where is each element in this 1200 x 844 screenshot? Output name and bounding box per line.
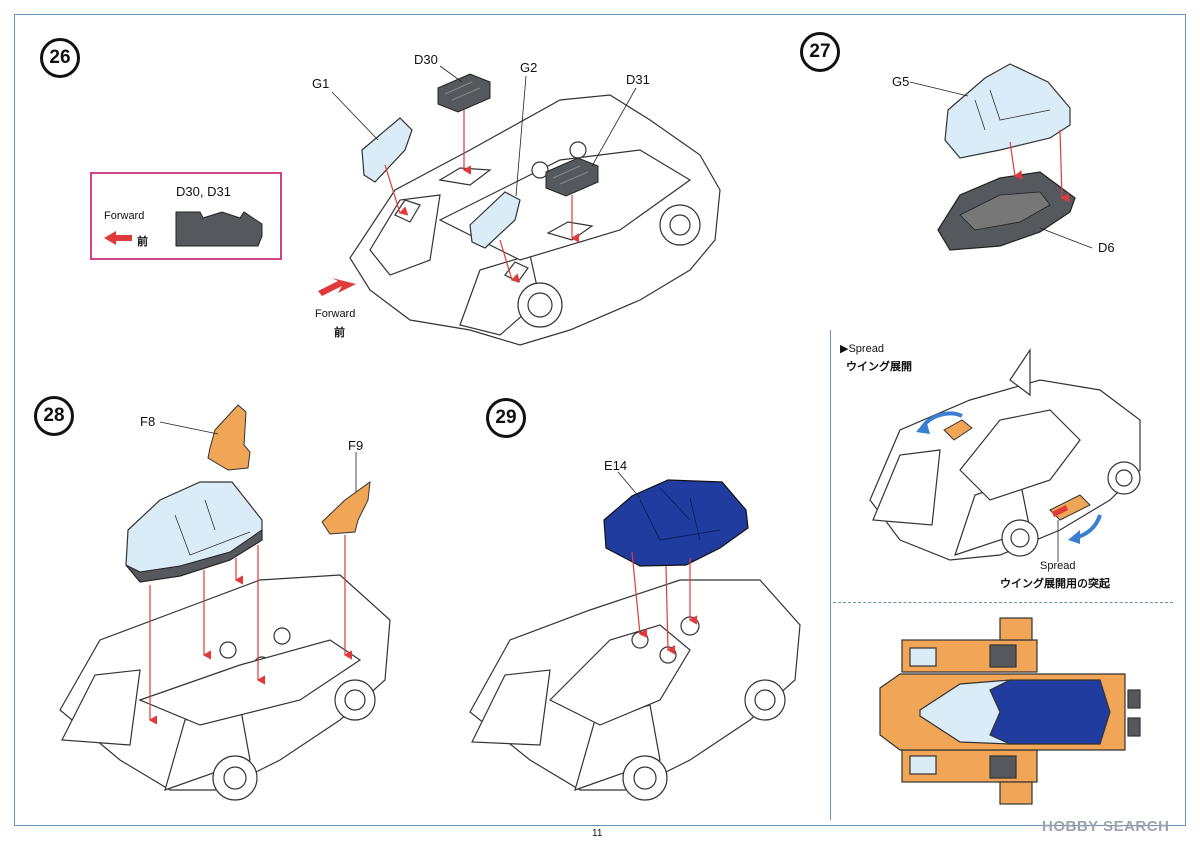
step-27-badge: 27 bbox=[800, 32, 840, 72]
spread-note-en: Spread bbox=[1040, 560, 1076, 572]
label-f9: F9 bbox=[348, 438, 364, 453]
step28-chassis bbox=[59, 574, 391, 801]
panel-divider bbox=[833, 602, 1173, 603]
forward-label-jp: 前 bbox=[334, 327, 345, 339]
step-26-badge: 26 bbox=[40, 38, 80, 78]
spread-panel-border bbox=[830, 330, 831, 820]
part-d30 bbox=[437, 73, 491, 113]
label-f8: F8 bbox=[140, 414, 156, 429]
inset-forward: Forward bbox=[104, 210, 145, 222]
spread-protrusion bbox=[1052, 505, 1068, 517]
step-28-badge: 28 bbox=[34, 396, 74, 436]
spread-title-en: ▶Spread bbox=[840, 343, 884, 355]
step-29-badge: 29 bbox=[486, 398, 526, 438]
label-g5: G5 bbox=[892, 74, 910, 89]
d30-profile bbox=[175, 211, 263, 247]
spread-car bbox=[869, 348, 1141, 561]
inset-forward-jp: 前 bbox=[137, 236, 148, 248]
step29-chassis bbox=[469, 579, 801, 801]
label-g2: G2 bbox=[520, 60, 538, 75]
label-d6: D6 bbox=[1098, 240, 1115, 255]
orientation-inset bbox=[90, 172, 282, 260]
forward-label: Forward bbox=[315, 308, 356, 320]
forward-arrow-main bbox=[318, 278, 356, 296]
inset-title: D30, D31 bbox=[176, 184, 231, 199]
part-f9 bbox=[321, 480, 371, 535]
part-d31 bbox=[545, 157, 599, 197]
part-e14 bbox=[603, 479, 749, 567]
top-view-model bbox=[879, 617, 1141, 805]
part-g2 bbox=[469, 191, 521, 249]
step26-chassis bbox=[349, 94, 721, 346]
spread-title-jp: ウイング展開 bbox=[846, 361, 912, 373]
part-f8 bbox=[207, 404, 251, 471]
label-d31: D31 bbox=[626, 72, 650, 87]
forward-arrow-inset bbox=[104, 231, 132, 245]
part-g1 bbox=[361, 117, 413, 183]
part-g5 bbox=[944, 63, 1071, 159]
page-number: 11 bbox=[592, 828, 603, 839]
spread-wing-left bbox=[943, 419, 973, 441]
watermark: HOBBY SEARCH bbox=[1042, 818, 1170, 835]
label-g1: G1 bbox=[312, 76, 330, 91]
label-d30: D30 bbox=[414, 52, 438, 67]
spread-note-jp: ウイング展開用の突起 bbox=[1000, 578, 1110, 590]
page-frame bbox=[14, 14, 1186, 826]
label-e14: E14 bbox=[604, 458, 628, 473]
